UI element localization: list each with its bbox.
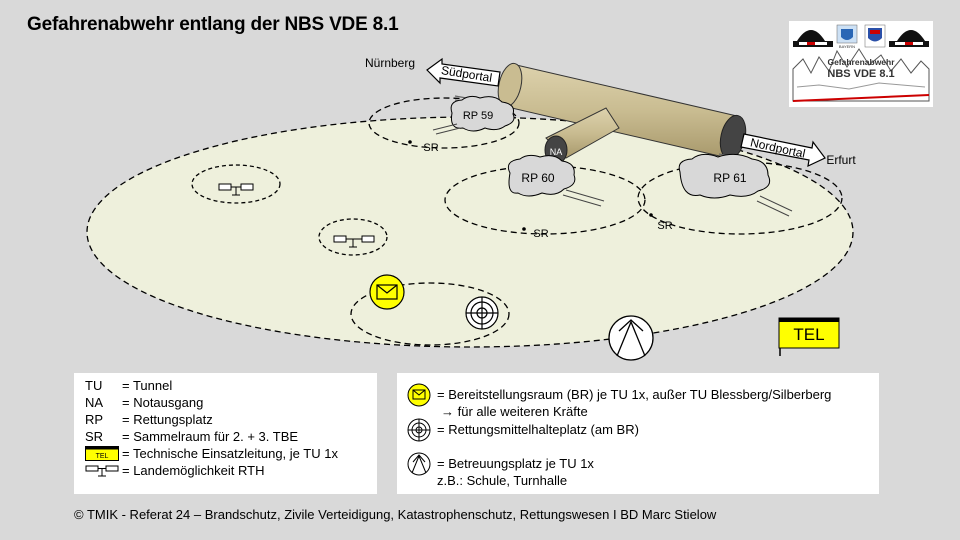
rp59-cloud — [432, 95, 515, 135]
legend-betreuung: = Betreuungsplatz je TU 1x — [437, 456, 594, 471]
logo-small-text: BAYERN — [839, 44, 855, 49]
legend-def: = Notausgang — [122, 395, 204, 410]
legend-abbr: NA — [85, 395, 104, 410]
side-tunnel — [544, 107, 620, 165]
arrow-suedportal — [426, 57, 501, 87]
legend-abbr: SR — [85, 429, 104, 444]
rp61-label: RP 61 — [713, 171, 746, 185]
rth-zone-2 — [318, 218, 388, 256]
footer-copyright: © TMIK - Referat 24 – Brandschutz, Zivil… — [74, 507, 717, 522]
rth-legend-icon — [85, 465, 119, 483]
rp60-cloud — [507, 154, 605, 207]
legend-def: = Technische Einsatzleitung, je TU 1x — [122, 446, 338, 461]
tel-legend-icon: TEL — [85, 446, 119, 465]
logo-text-line1: Gefahrenabwehr — [827, 57, 895, 67]
staging-area-icon — [369, 274, 405, 310]
rth-zone-1 — [191, 164, 281, 204]
rescue-holding-point-icon — [465, 296, 499, 330]
na-label: NA — [550, 147, 563, 157]
page-title: Gefahrenabwehr entlang der NBS VDE 8.1 — [27, 14, 399, 35]
staging-legend-icon — [407, 383, 431, 411]
legend-rettungsmittel: = Rettungsmittelhalteplatz (am BR) — [437, 422, 639, 437]
logo-graphic: BAYERN Gefahrenabwehr NBS VDE 8.1 — [792, 24, 930, 102]
sr-dot-3 — [649, 213, 653, 217]
sr-dot-2 — [522, 227, 526, 231]
care-point-icon — [608, 315, 654, 361]
hazard-diagram: NA Südportal Nürnberg Nordportal Erfurt … — [86, 56, 856, 361]
legend-def: = Sammelraum für 2. + 3. TBE — [122, 429, 299, 444]
sr-label-3: SR — [657, 220, 672, 232]
sr-dot-1 — [408, 140, 412, 144]
legend-abbreviations: TU = Tunnel NA = Notausgang RP = Rettung… — [74, 373, 377, 494]
sr-label-2: SR — [533, 228, 548, 240]
staging-zone — [350, 282, 510, 346]
legend-bereitstellung-sub: → für alle weiteren Kräfte — [441, 404, 588, 419]
sr-label-1: SR — [423, 142, 438, 154]
legend-betreuung-sub: z.B.: Schule, Turnhalle — [437, 473, 568, 488]
rp59-label: RP 59 — [463, 110, 493, 122]
project-logo: BAYERN Gefahrenabwehr NBS VDE 8.1 — [789, 21, 933, 107]
rth-landing-icon-1 — [218, 183, 254, 196]
legend-abbr: TU — [85, 378, 103, 393]
legend-abbr: RP — [85, 412, 104, 427]
legend-def: = Rettungsplatz — [122, 412, 213, 427]
rp60-label: RP 60 — [521, 171, 554, 185]
legend-def: = Tunnel — [122, 378, 173, 393]
legend-bereitstellung: = Bereitstellungsraum (BR) je TU 1x, auß… — [437, 387, 832, 402]
tel-label: TEL — [793, 325, 824, 344]
arrow-nordportal — [740, 133, 826, 168]
rth-landing-icon-2 — [333, 235, 375, 248]
rp59-zone — [368, 97, 520, 149]
rescue-holding-legend-icon — [407, 418, 431, 446]
legend-symbols: = Bereitstellungsraum (BR) je TU 1x, auß… — [397, 373, 879, 494]
tel-sign — [778, 317, 840, 356]
legend-def: = Landemöglichkeit RTH — [122, 463, 265, 478]
care-point-legend-icon — [407, 452, 431, 480]
nuernberg-label: Nürnberg — [365, 56, 415, 70]
rp61-cloud — [678, 153, 793, 217]
tel-legend-text: TEL — [96, 453, 109, 460]
logo-text-line2: NBS VDE 8.1 — [827, 68, 894, 80]
erfurt-label: Erfurt — [826, 153, 856, 167]
